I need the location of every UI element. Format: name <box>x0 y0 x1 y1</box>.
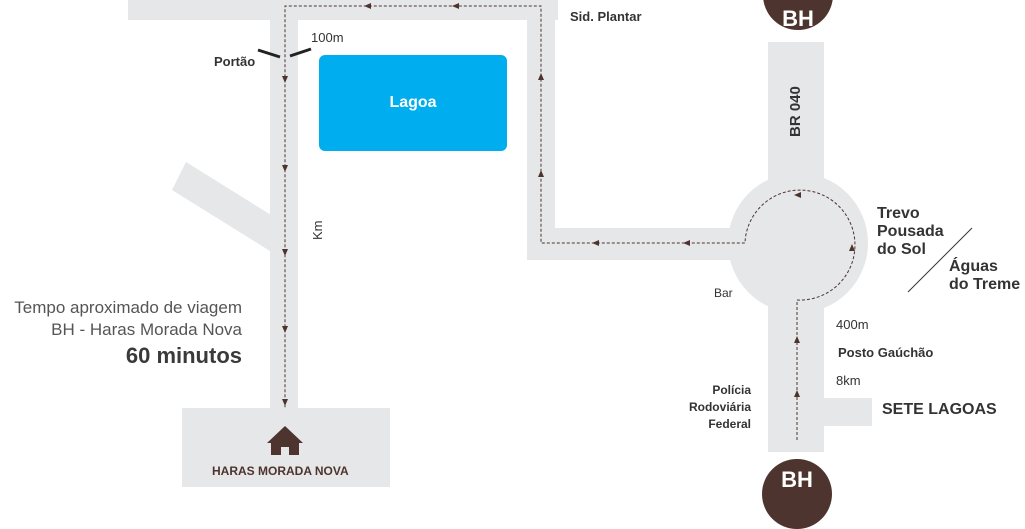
arrow-up-4 <box>538 73 544 80</box>
label-km: Km <box>310 220 325 241</box>
label-policia: Polícia Rodoviária Federal <box>689 382 751 433</box>
label-distance-100m: 100m <box>311 30 344 45</box>
arrow-roundabout-right <box>849 244 855 251</box>
label-aguas-line1: Águas <box>949 258 998 275</box>
label-sete-lagoas: SETE LAGOAS <box>882 401 997 418</box>
label-trevo-line2: Pousada <box>877 223 944 240</box>
label-br-040: BR 040 <box>787 86 804 137</box>
label-policia-line2: Rodoviária <box>688 400 751 414</box>
label-haras: HARAS MORADA NOVA <box>212 464 349 478</box>
pin-bh-bottom: BH <box>762 459 832 529</box>
road-vertical-left <box>270 0 298 412</box>
roads <box>128 0 872 487</box>
gate-mark-left <box>257 48 281 59</box>
label-bar: Bar <box>714 286 733 300</box>
gate-marks <box>257 47 312 59</box>
label-distance-8km: 8km <box>836 373 861 388</box>
label-trevo: Trevo Pousada do Sol <box>877 205 944 259</box>
road-top <box>128 0 558 20</box>
arrow-down-3 <box>282 249 288 256</box>
arrow-left-1 <box>683 240 690 246</box>
road-diagonal <box>172 162 292 256</box>
roundabout <box>728 173 868 313</box>
arrow-roundabout-top <box>794 192 801 198</box>
arrow-left-4 <box>364 3 371 9</box>
label-trevo-line1: Trevo <box>877 205 920 222</box>
arrow-down-5 <box>282 399 288 406</box>
arrow-up-1 <box>794 336 800 343</box>
lagoa-label: Lagoa <box>389 94 437 111</box>
trip-info-duration: 60 minutos <box>125 343 242 368</box>
arrow-left-3 <box>452 3 459 9</box>
route-map <box>128 0 973 487</box>
pin-bh-top-label: BH <box>782 6 814 31</box>
trip-info-route: BH - Haras Morada Nova <box>51 320 242 339</box>
label-policia-line3: Federal <box>708 417 751 431</box>
arrow-down-4 <box>282 326 288 333</box>
label-sid-plantar: Sid. Plantar <box>570 9 642 24</box>
label-distance-400m: 400m <box>836 317 869 332</box>
arrow-up-2 <box>794 390 800 397</box>
label-posto: Posto Gaúchão <box>838 345 934 360</box>
arrow-up-3 <box>538 170 544 177</box>
arrow-down-2 <box>282 165 288 172</box>
lagoa-lake: Lagoa <box>319 55 507 151</box>
arrow-down-1 <box>282 76 288 83</box>
gate-mark-right <box>289 47 312 58</box>
road-to-roundabout <box>527 228 757 260</box>
route-arrows <box>282 3 855 406</box>
trip-info-title: Tempo aproximado de viagem <box>14 298 242 317</box>
road-sete-lagoas <box>800 398 872 426</box>
home-icon <box>267 426 303 455</box>
label-policia-line1: Polícia <box>712 383 751 397</box>
pin-bh-bottom-label: BH <box>781 467 813 492</box>
label-aguas-line2: do Treme <box>949 276 1021 293</box>
label-trevo-line3: do Sol <box>877 241 926 258</box>
label-aguas: Águas do Treme <box>949 258 1020 294</box>
trip-info: Tempo aproximado de viagem BH - Haras Mo… <box>14 297 242 371</box>
divider-line <box>907 227 973 293</box>
arrow-left-2 <box>592 240 599 246</box>
label-portao: Portão <box>214 54 256 69</box>
